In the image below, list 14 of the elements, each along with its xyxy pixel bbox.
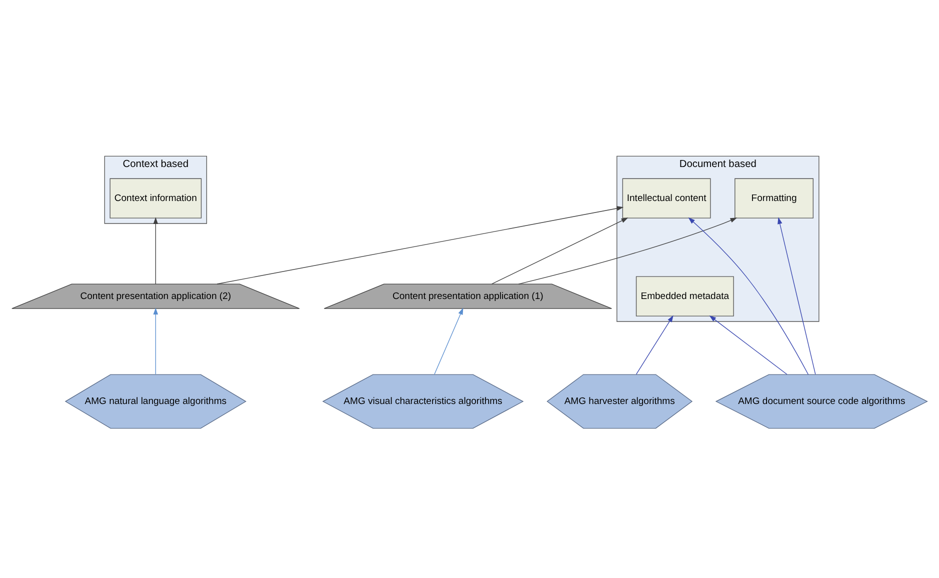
arrow [636, 314, 674, 374]
arrow [709, 314, 788, 374]
arrow [492, 217, 628, 284]
arrow [778, 216, 816, 374]
arrow [434, 307, 464, 374]
node-box: Context information [110, 178, 202, 218]
node-box: Intellectual content [622, 178, 711, 218]
node-box: Formatting [734, 178, 814, 218]
arrow [688, 216, 809, 374]
arrow [153, 307, 158, 374]
arrow [518, 217, 738, 284]
node-box: Embedded metadata [636, 276, 734, 316]
arrow [153, 216, 158, 284]
arrow [216, 206, 624, 284]
